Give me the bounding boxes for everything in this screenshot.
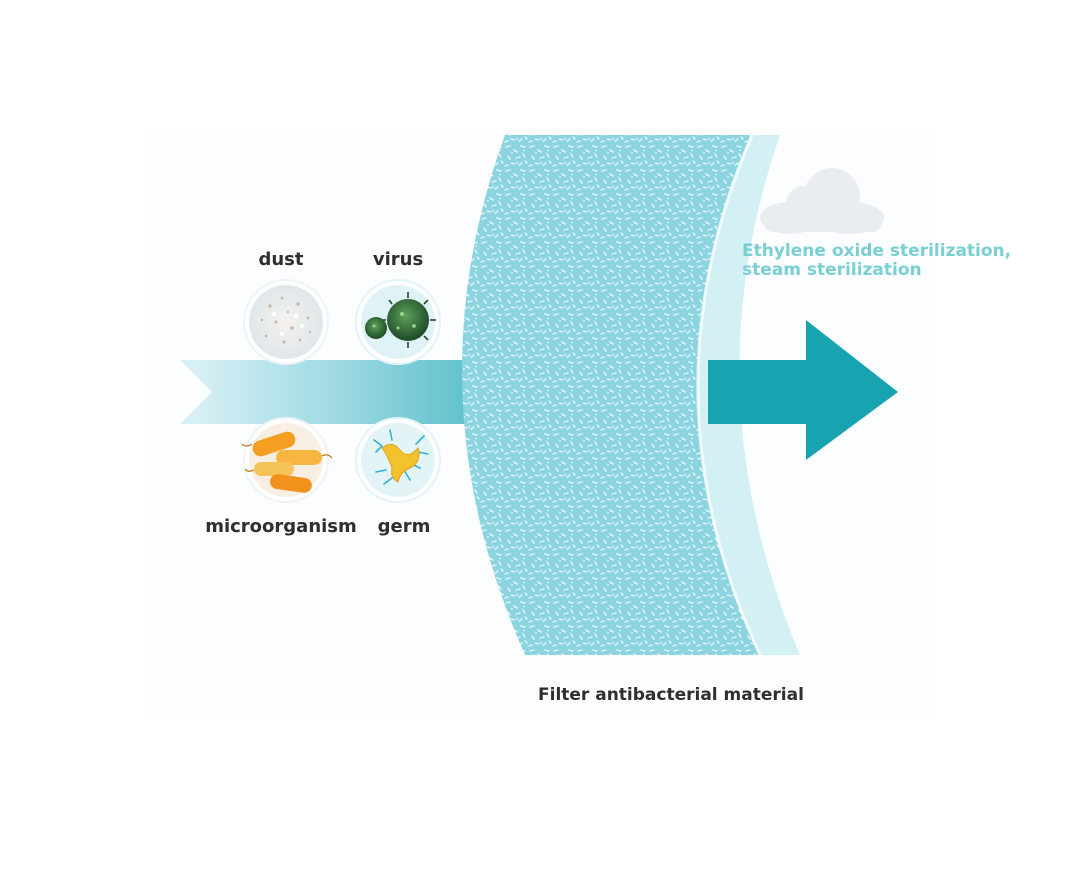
sterilization-note-line-1: Ethylene oxide sterilization, <box>742 241 1012 261</box>
germ-icon <box>355 417 441 503</box>
filter-caption: Filter antibacterial material <box>538 685 804 705</box>
sterilization-note: Ethylene oxide sterilization, steam ster… <box>742 242 1011 280</box>
particle-label-dust: dust <box>258 249 304 270</box>
particle-label-germ: germ <box>377 516 431 537</box>
dust-icon <box>243 279 329 365</box>
particle-label-microorganism: microorganism <box>205 516 357 537</box>
microorganism-icon <box>241 417 333 503</box>
virus-icon <box>355 279 441 365</box>
particle-label-virus: virus <box>372 249 424 270</box>
sterilization-note-line-2: steam sterilization <box>742 260 922 280</box>
outgoing-arrow <box>708 320 898 460</box>
cloud-icon <box>760 168 884 234</box>
